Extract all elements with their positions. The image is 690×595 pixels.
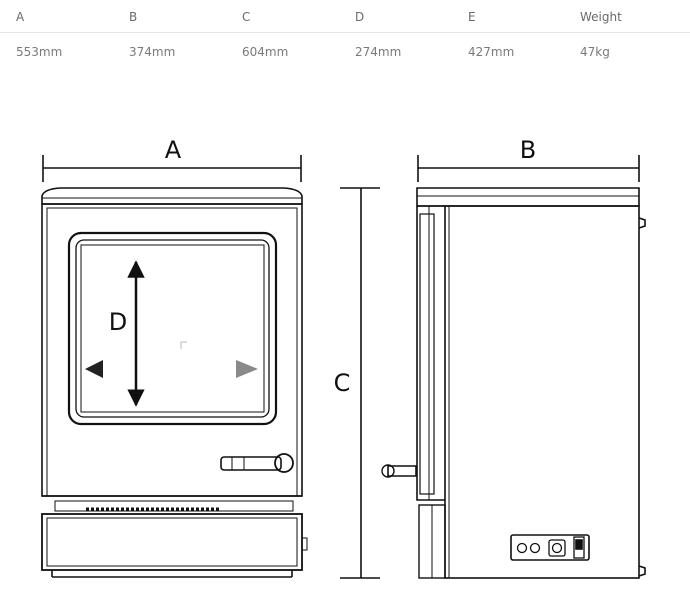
table-value-row: 553mm 374mm 604mm 274mm 427mm 47kg (0, 33, 690, 63)
door-handle (220, 453, 294, 473)
value-c: 604mm (242, 45, 289, 59)
side-handle (381, 464, 417, 478)
dimensions-table: A B C D E Weight 553mm 374mm 604mm 274mm… (0, 0, 690, 63)
table-header-row: A B C D E Weight (0, 0, 690, 33)
side-view (381, 155, 646, 579)
value-e: 427mm (468, 45, 515, 59)
label-d: D (109, 308, 127, 336)
header-e: E (468, 10, 476, 24)
value-a: 553mm (16, 45, 63, 59)
control-panel (510, 534, 590, 561)
header-c: C (242, 10, 251, 24)
value-weight: 47kg (580, 45, 610, 59)
label-c: C (334, 369, 351, 397)
header-d: D (355, 10, 365, 24)
header-weight: Weight (580, 10, 622, 24)
dimension-b (417, 155, 640, 182)
header-b: B (129, 10, 138, 24)
label-a: A (165, 136, 182, 164)
dimension-a (42, 155, 302, 182)
header-a: A (16, 10, 25, 24)
dimension-c (340, 187, 380, 579)
label-b: B (520, 136, 536, 164)
dimension-d (85, 260, 258, 407)
front-view (41, 155, 308, 578)
value-d: 274mm (355, 45, 402, 59)
value-b: 374mm (129, 45, 176, 59)
